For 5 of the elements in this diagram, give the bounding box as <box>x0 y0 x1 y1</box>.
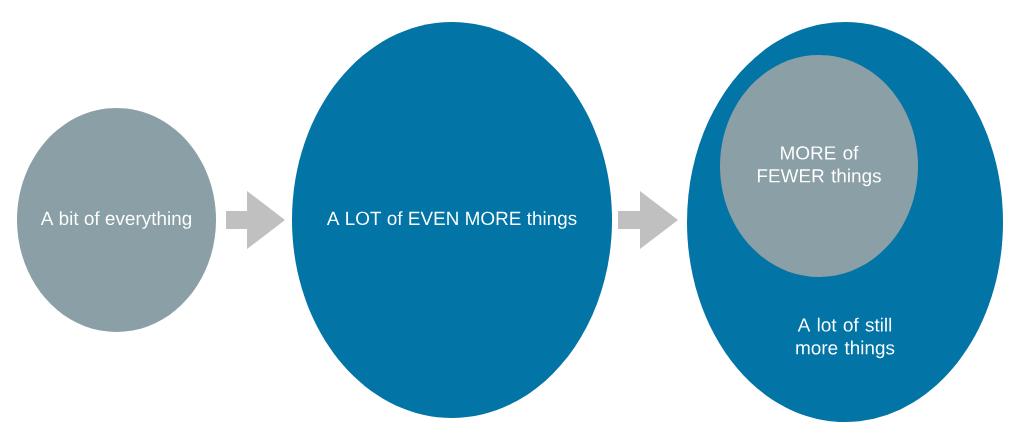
block-arrow <box>226 191 285 249</box>
ellipse-node: MORE of FEWER things <box>720 55 918 277</box>
ellipse-node: A LOT of EVEN MORE things <box>292 22 612 418</box>
ellipse-node: A bit of everything <box>17 108 216 332</box>
block-arrow <box>618 191 678 249</box>
